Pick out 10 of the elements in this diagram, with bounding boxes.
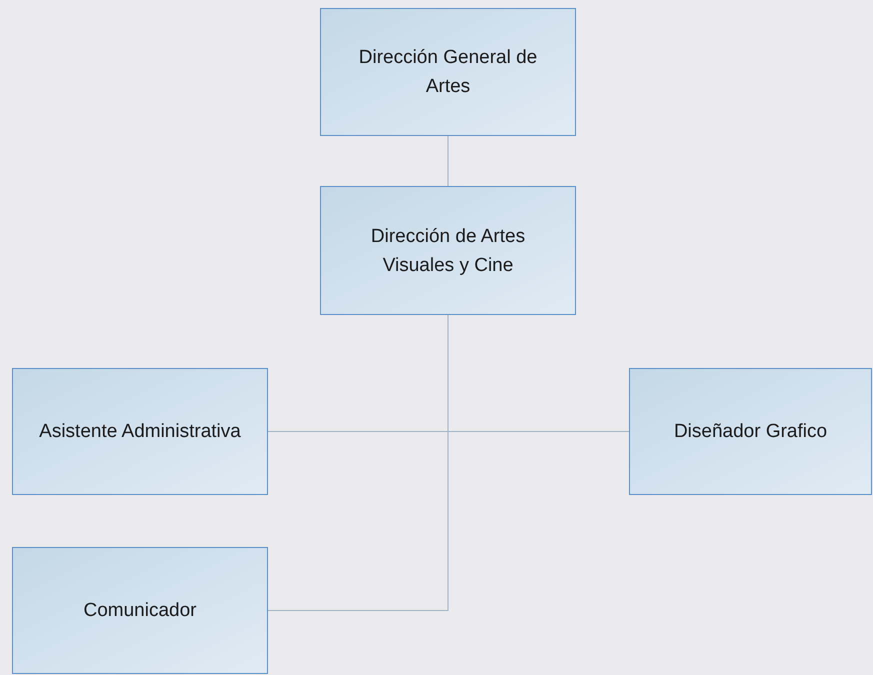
org-box [320,186,576,315]
role-title: Comunicador [84,599,196,623]
role-title: Dirección General de Artes [358,46,538,99]
org-box [12,368,268,495]
role-title: Asistente Administrativa [39,420,241,444]
org-box [629,368,872,495]
org-box [12,547,268,674]
org-box [320,8,576,136]
role-title: Diseñador Grafico [674,420,828,444]
role-title: Dirección de Artes Visuales y Cine [370,224,526,278]
